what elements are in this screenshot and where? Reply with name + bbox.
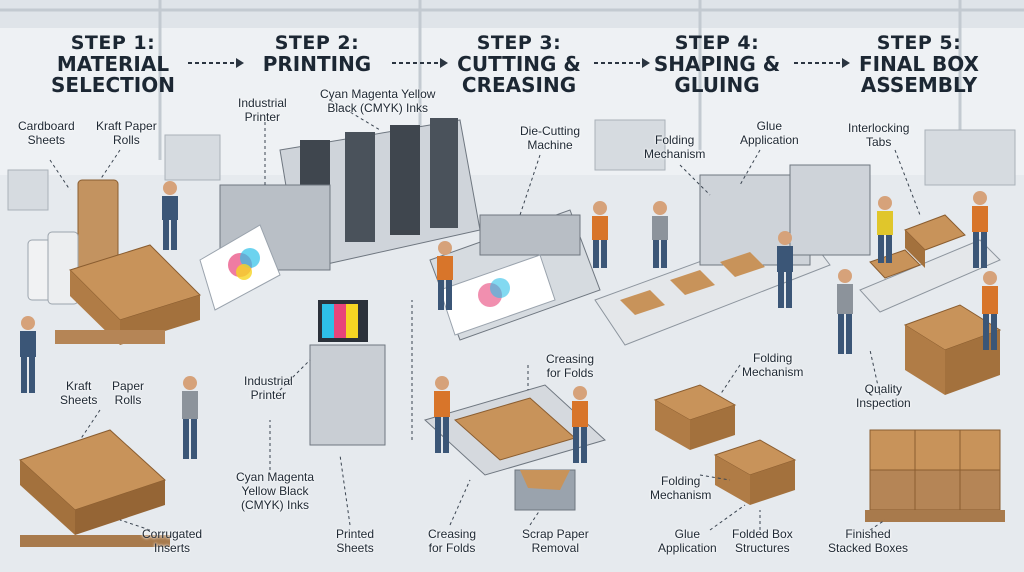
label-folding-mechanism-top: Folding Mechanism	[644, 133, 706, 161]
label-cmyk-inks-top: Cyan Magenta Yellow Black (CMYK) Inks	[320, 87, 436, 115]
die-cutting-machine-graphic	[429, 209, 601, 341]
step-1-name: MATERIAL SELECTION	[51, 51, 175, 97]
label-scrap-paper-removal: Scrap Paper Removal	[522, 527, 589, 555]
label-glue-application-bottom: Glue Application	[658, 527, 717, 555]
label-paper-rolls: Paper Rolls	[112, 379, 145, 407]
step-3-name: CUTTING & CREASING	[457, 51, 581, 97]
step-4-number: STEP 4:	[674, 32, 760, 54]
step-1-to-2-arrow-icon	[188, 58, 244, 68]
label-printed-sheets: Printed Sheets	[336, 527, 375, 555]
label-kraft-paper-rolls: Kraft Paper Rolls	[96, 119, 157, 147]
step-1-number: STEP 1:	[70, 32, 156, 54]
step-3-to-4-arrow-icon	[594, 58, 650, 68]
kraft-sheets-pallet-graphic	[19, 429, 170, 547]
step-2-to-3-arrow-icon	[392, 58, 448, 68]
step-2-name: PRINTING	[262, 51, 372, 76]
step-5-title: STEP 5: FINAL BOX ASSEMBLY	[824, 32, 1014, 97]
step-4-title: STEP 4: SHAPING & GLUING	[622, 32, 812, 97]
label-folding-mechanism-bottom: Folding Mechanism	[650, 474, 712, 502]
label-cardboard-sheets: Cardboard Sheets	[18, 119, 75, 147]
background-machines	[7, 119, 1016, 211]
creasing-table-graphic	[424, 384, 606, 511]
label-die-cutting-machine: Die-Cutting Machine	[520, 124, 581, 152]
step-4-name: SHAPING & GLUING	[653, 51, 781, 97]
label-kraft-sheets: Kraft Sheets	[60, 379, 98, 407]
step-3-title: STEP 3: CUTTING & CREASING	[424, 32, 614, 97]
label-industrial-printer-bottom: Industrial Printer	[244, 374, 293, 402]
step-5-name: FINAL BOX ASSEMBLY	[859, 51, 979, 97]
step-5-number: STEP 5:	[876, 32, 962, 54]
printer-terminal-graphic	[309, 300, 386, 446]
cardboard-sheets-graphic	[55, 244, 201, 345]
step-2-title: STEP 2: PRINTING	[222, 32, 412, 76]
label-glue-application-top: Glue Application	[740, 119, 799, 147]
industrial-printer-graphic	[219, 118, 481, 271]
stacked-boxes-graphic	[865, 429, 1005, 522]
label-quality-inspection: Quality Inspection	[856, 382, 911, 410]
label-folded-box-structures: Folded Box Structures	[732, 527, 793, 555]
ceiling	[0, 0, 1024, 28]
label-interlocking-tabs: Interlocking Tabs	[848, 121, 910, 149]
label-folding-mechanism-mid: Folding Mechanism	[742, 351, 804, 379]
leader-lines	[49, 99, 921, 531]
label-corrugated-inserts: Corrugated Inserts	[142, 527, 203, 555]
step-1-title: STEP 1: MATERIAL SELECTION	[18, 32, 208, 97]
step-2-number: STEP 2:	[274, 32, 360, 54]
step-4-to-5-arrow-icon	[794, 58, 850, 68]
label-creasing-for-folds-bottom: Creasing for Folds	[428, 527, 477, 555]
label-finished-stacked-boxes: Finished Stacked Boxes	[828, 527, 909, 555]
label-industrial-printer-top: Industrial Printer	[238, 96, 287, 124]
worker-figures	[20, 181, 998, 463]
label-cmyk-inks-bottom: Cyan Magenta Yellow Black (CMYK) Inks	[236, 470, 315, 512]
step-3-number: STEP 3:	[476, 32, 562, 54]
label-creasing-for-folds-mid: Creasing for Folds	[546, 352, 595, 380]
printed-sheet-graphic	[199, 224, 281, 311]
folded-boxes-graphic	[653, 384, 797, 505]
